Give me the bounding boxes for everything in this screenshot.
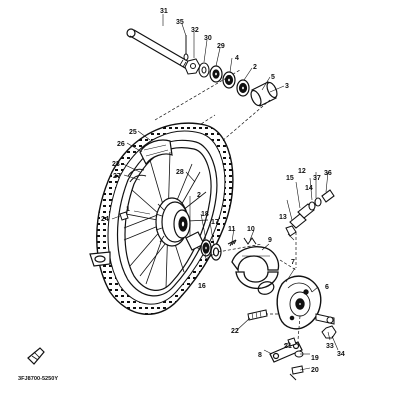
callout-25: 25 [129, 129, 137, 136]
callout-24: 24 [101, 216, 109, 223]
callout-29: 29 [217, 43, 225, 50]
lever-bolt [289, 365, 304, 381]
collar-washer [198, 62, 210, 78]
bearing-left [222, 71, 236, 89]
callout-labels: 31 35 32 30 29 4 2 5 3 25 26 23 27 28 2 … [18, 8, 345, 382]
bearing-right [236, 79, 250, 97]
axle-thread [179, 59, 193, 72]
callout-28: 28 [176, 169, 184, 176]
spring-pin [243, 237, 257, 245]
callout-23: 23 [112, 161, 120, 168]
lever-nut [287, 337, 297, 347]
callout-33: 33 [326, 343, 334, 350]
callout-32: 32 [191, 27, 199, 34]
inner-tube [139, 139, 173, 166]
callout-31: 31 [160, 8, 168, 15]
front-direction-arrow-icon [27, 347, 45, 365]
oil-seal [209, 65, 223, 83]
spacer-tube [250, 81, 278, 107]
callout-3: 3 [285, 83, 289, 90]
diagram-part-code: 3FJ8700-5250Y [18, 376, 58, 382]
callout-35: 35 [176, 19, 184, 26]
callout-5: 5 [271, 74, 275, 81]
callout-2-top: 2 [253, 64, 257, 71]
threaded-plug [285, 225, 297, 241]
cotter-pin [183, 35, 189, 61]
camshaft [315, 313, 335, 325]
brake-shoe-set [231, 246, 280, 290]
callout-37: 37 [313, 175, 321, 182]
callout-6: 6 [325, 284, 329, 291]
mount-bolt [247, 309, 268, 321]
callout-13: 13 [279, 214, 287, 221]
alignment-lines-lower [217, 232, 301, 341]
callout-27: 27 [113, 173, 121, 180]
callout-20: 20 [311, 367, 319, 374]
callout-8: 8 [258, 352, 262, 359]
callout-12: 12 [298, 168, 306, 175]
callout-18: 18 [201, 211, 209, 218]
callout-leader-lines [111, 14, 339, 371]
callout-30: 30 [204, 35, 212, 42]
callout-16: 16 [198, 283, 206, 290]
camshaft-nut [321, 325, 337, 339]
callout-7: 7 [291, 259, 295, 266]
callout-17: 17 [211, 219, 219, 226]
callout-22: 22 [231, 328, 239, 335]
valve-stem [89, 251, 111, 267]
speedometer-drive [289, 189, 335, 229]
oil-seal-lower [210, 243, 222, 261]
bearing-lower [200, 239, 212, 257]
callout-14: 14 [305, 185, 313, 192]
callout-19: 19 [311, 355, 319, 362]
callout-34: 34 [337, 351, 345, 358]
callout-4: 4 [235, 55, 239, 62]
callout-2-mid: 2 [197, 192, 201, 199]
brake-panel [276, 275, 322, 330]
axle-nut [184, 58, 201, 75]
spoke-nipple [119, 211, 129, 221]
callout-10: 10 [247, 226, 255, 233]
callout-21: 21 [284, 343, 292, 350]
callout-1: 1 [126, 206, 130, 213]
callout-36: 36 [324, 170, 332, 177]
callout-15: 15 [286, 175, 294, 182]
callout-9: 9 [268, 237, 272, 244]
wheel-hub [155, 197, 191, 247]
callout-11: 11 [228, 226, 236, 233]
callout-26: 26 [117, 141, 125, 148]
brake-shoe-spring [257, 281, 275, 295]
